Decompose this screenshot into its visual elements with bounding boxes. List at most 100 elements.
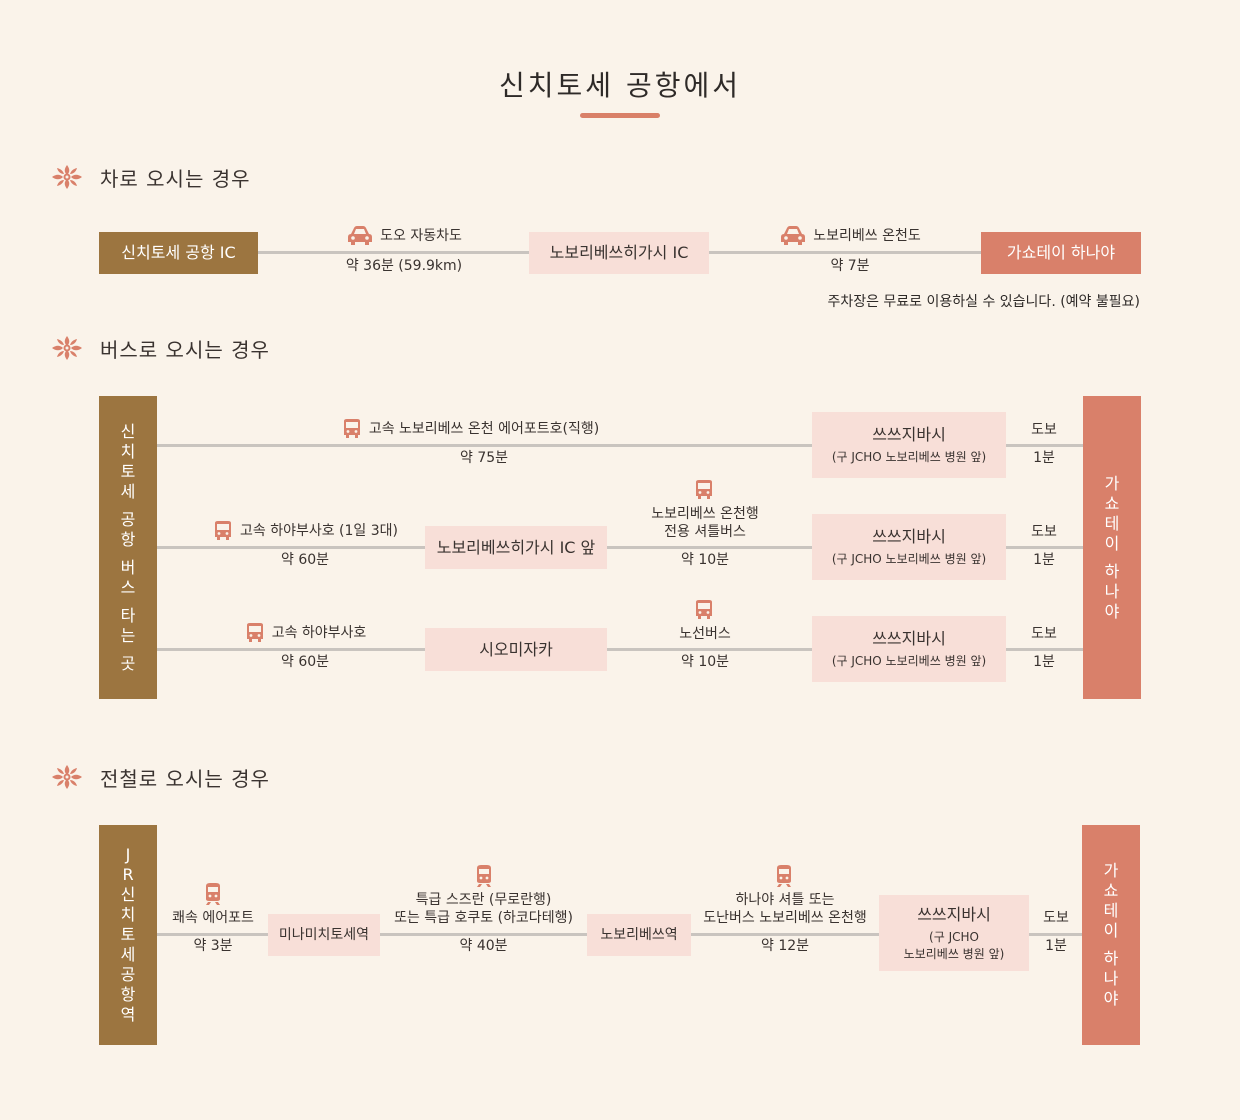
train-section-heading: 전철로 오시는 경우 — [50, 763, 270, 791]
transfer-name: 노보리베쓰히가시 IC 앞 — [436, 537, 596, 557]
car-heading-text: 차로 오시는 경우 — [100, 166, 251, 191]
train-end-char: 하 — [1103, 949, 1119, 968]
bus-route2-label2-line2: 전용 셔틀버스 — [664, 524, 746, 540]
car-end-box: 가쇼테이 하나야 — [981, 232, 1141, 274]
train-start-char: R — [122, 865, 134, 884]
bus-end-char: 가 — [1104, 473, 1120, 493]
bus-route3-time: 약 60분 — [280, 654, 330, 670]
train-seg3-line1: 하나야 셔틀 또는 — [735, 892, 835, 908]
bus-start-char: 버 — [120, 557, 136, 577]
train-start-char: 공 — [120, 965, 136, 984]
train-start-char: J — [125, 845, 131, 864]
transfer-name: 시오미자카 — [479, 639, 553, 659]
bus-heading-text: 버스로 오시는 경우 — [100, 337, 270, 362]
bus-route2-walk-time: 1분 — [1033, 552, 1055, 568]
bus-start-char: 토 — [120, 461, 136, 481]
station1-name: 미나미치토세역 — [278, 926, 370, 943]
train-start-char: 항 — [120, 985, 136, 1004]
bus-start-char — [125, 646, 130, 654]
car-icon — [346, 225, 374, 247]
bus-route2-label2-line1: 노보리베쓰 온천행 — [651, 506, 759, 522]
bus-start-char — [125, 502, 130, 510]
train-start-char: 치 — [120, 905, 136, 924]
train-seg3-time: 약 12분 — [760, 938, 810, 954]
bus-route3-label: 고속 하야부사호 — [175, 622, 435, 644]
car-section-heading: 차로 오시는 경우 — [50, 163, 251, 191]
stop-sub: (구 JCHO 노보리베쓰 병원 앞) — [831, 450, 987, 465]
bus-end-char — [1109, 554, 1114, 562]
bus-end-char: 이 — [1104, 533, 1120, 553]
train-seg1-time: 약 3분 — [193, 938, 233, 954]
page-title: 신치토세 공항에서 — [499, 69, 741, 102]
stop-name: 쓰쓰지바시 — [872, 425, 946, 445]
bus-route3-walk-time: 1분 — [1033, 654, 1055, 670]
bus-start-char — [125, 598, 130, 606]
train-walk-time: 1분 — [1045, 938, 1067, 954]
bus-route1-label: 고속 노보리베쓰 온천 에어포트호(직행) — [300, 418, 640, 440]
car-seg2-label: 노보리베쓰 온천도 — [735, 225, 965, 247]
train-icon — [202, 882, 224, 906]
bus-route2-transfer: 노보리베쓰히가시 IC 앞 — [425, 526, 607, 569]
bus-start-char: 항 — [120, 529, 136, 549]
car-seg2-text: 노보리베쓰 온천도 — [813, 228, 921, 244]
train-end-char: 야 — [1103, 989, 1119, 1008]
bus-icon — [212, 520, 234, 542]
bus-start-char: 타 — [120, 605, 136, 625]
car-seg2-time: 약 7분 — [830, 258, 870, 274]
bus-start-char: 는 — [120, 625, 136, 645]
bus-start-char: 스 — [120, 577, 136, 597]
train-seg2-time: 약 40분 — [459, 938, 508, 954]
bus-start-char: 신 — [120, 421, 136, 441]
bus-route2-line — [157, 546, 1083, 549]
bus-route3-label2: 노선버스 — [679, 626, 731, 642]
bus-route2-time: 약 60분 — [280, 552, 330, 568]
stop-sub: (구 JCHO 노보리베쓰 병원 앞) — [831, 654, 987, 669]
car-icon — [779, 225, 807, 247]
bus-route3-stop: 쓰쓰지바시 (구 JCHO 노보리베쓰 병원 앞) — [812, 616, 1006, 682]
car-seg1-text: 도오 자동차도 — [380, 228, 462, 244]
bus-end-char: 나 — [1104, 581, 1120, 601]
bus-start-char — [125, 550, 130, 558]
bus-route2-text: 고속 하야부사호 (1일 3대) — [239, 523, 398, 539]
bus-end-char: 쇼 — [1104, 493, 1120, 513]
car-seg1-time: 약 36분 (59.9km) — [345, 258, 463, 274]
bus-route3-walk: 도보 — [1031, 626, 1057, 642]
bus-route2-time2: 약 10분 — [680, 552, 730, 568]
stop-sub-1: (구 JCHO — [929, 930, 979, 945]
bus-icon — [693, 599, 715, 621]
bus-route3-line — [157, 648, 1083, 651]
bus-end-char: 테 — [1104, 513, 1120, 533]
bus-route2-walk: 도보 — [1031, 524, 1057, 540]
train-seg2-icon-wrap — [473, 864, 495, 888]
train-heading-text: 전철로 오시는 경우 — [100, 766, 270, 791]
train-seg2-line1: 특급 스즈란 (무로란행) — [415, 892, 552, 908]
car-start-box: 신치토세 공항 IC — [99, 232, 258, 274]
stop-name: 쓰쓰지바시 — [917, 905, 991, 925]
bus-end-char: 야 — [1104, 601, 1120, 621]
train-start-char: 역 — [120, 1005, 136, 1024]
bus-route3-icon-wrap — [693, 599, 717, 621]
train-station2-box: 노보리베쓰역 — [587, 914, 691, 956]
train-icon — [473, 864, 495, 888]
car-route-line-1 — [258, 251, 530, 254]
station2-name: 노보리베쓰역 — [600, 926, 678, 943]
bus-section-heading: 버스로 오시는 경우 — [50, 334, 270, 362]
car-mid-box: 노보리베쓰히가시 IC — [529, 232, 709, 274]
train-start-char: 토 — [120, 925, 136, 944]
train-end-char — [1108, 941, 1113, 949]
bus-start-char: 치 — [120, 441, 136, 461]
train-seg1-label: 쾌속 에어포트 — [172, 910, 254, 926]
bus-route3-text: 고속 하야부사호 — [271, 625, 367, 641]
title-underline — [580, 113, 660, 118]
train-start-char: 신 — [120, 885, 136, 904]
flower-icon — [50, 334, 84, 362]
car-seg1-label: 도오 자동차도 — [290, 225, 518, 247]
stop-sub: (구 JCHO 노보리베쓰 병원 앞) — [831, 552, 987, 567]
bus-route2-stop: 쓰쓰지바시 (구 JCHO 노보리베쓰 병원 앞) — [812, 514, 1006, 580]
bus-route2-label: 고속 하야부사호 (1일 3대) — [175, 520, 435, 542]
bus-route1-stop: 쓰쓰지바시 (구 JCHO 노보리베쓰 병원 앞) — [812, 412, 1006, 478]
bus-route1-line — [157, 444, 1083, 447]
